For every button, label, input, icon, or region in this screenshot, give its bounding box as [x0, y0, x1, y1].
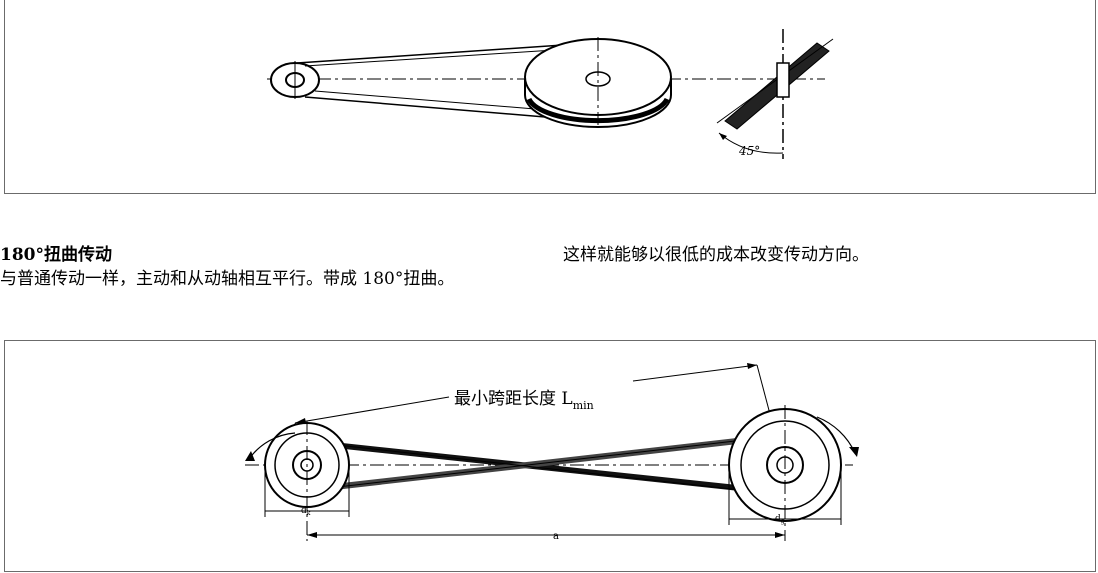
rotation-arrow-small: [245, 451, 255, 461]
left-text-block: 180°扭曲传动 与普通传动一样，主动和从动轴相互平行。带成 180°扭曲。: [0, 243, 454, 291]
belt-upper-edge: [296, 44, 564, 64]
a-arrow-right: [775, 532, 785, 538]
span-arrow-left: [295, 418, 306, 423]
rotation-arrow-large: [849, 447, 859, 457]
belt-drive-diagram: 45°: [267, 29, 834, 159]
a-arrow-left: [307, 532, 317, 538]
belt-upper-inner: [304, 48, 571, 67]
a-label: a: [553, 531, 559, 542]
span-label-text: 最小跨距长度 L: [454, 389, 573, 409]
dg-label-main: d: [775, 514, 781, 524]
belt-lower-inner: [314, 90, 536, 110]
dg-label-sub: g: [781, 518, 785, 525]
span-dim-line-right: [632, 364, 758, 382]
span-label-subscript: min: [573, 399, 594, 412]
span-label: 最小跨距长度 Lmin: [454, 389, 594, 412]
dk-label: dk: [301, 506, 311, 517]
span-dim-line-left: [294, 396, 450, 424]
angle-arrow-head: [719, 133, 727, 140]
section-title: 180°扭曲传动: [0, 245, 112, 265]
right-paragraph: 这样就能够以很低的成本改变传动方向。: [563, 245, 869, 265]
dk-label-main: d: [301, 506, 307, 516]
belt-edge-b: [302, 434, 788, 492]
dk-label-sub: k: [307, 510, 311, 517]
belt-edge-a: [300, 440, 786, 496]
span-arrow-right: [747, 363, 757, 369]
belt-side-edge: [716, 38, 834, 124]
figure-bottom-twisted-drive: 最小跨距长度 Lmin: [4, 340, 1096, 572]
angle-label: 45°: [738, 144, 760, 158]
figure-top-belt-drive: 45°: [4, 0, 1096, 194]
twisted-drive-diagram: 最小跨距长度 Lmin: [245, 363, 859, 542]
dg-label: dg: [775, 514, 785, 525]
right-text-block: 这样就能够以很低的成本改变传动方向。: [563, 243, 869, 267]
section-body: 与普通传动一样，主动和从动轴相互平行。带成 180°扭曲。: [0, 269, 455, 289]
belt-clamp: [776, 62, 790, 98]
